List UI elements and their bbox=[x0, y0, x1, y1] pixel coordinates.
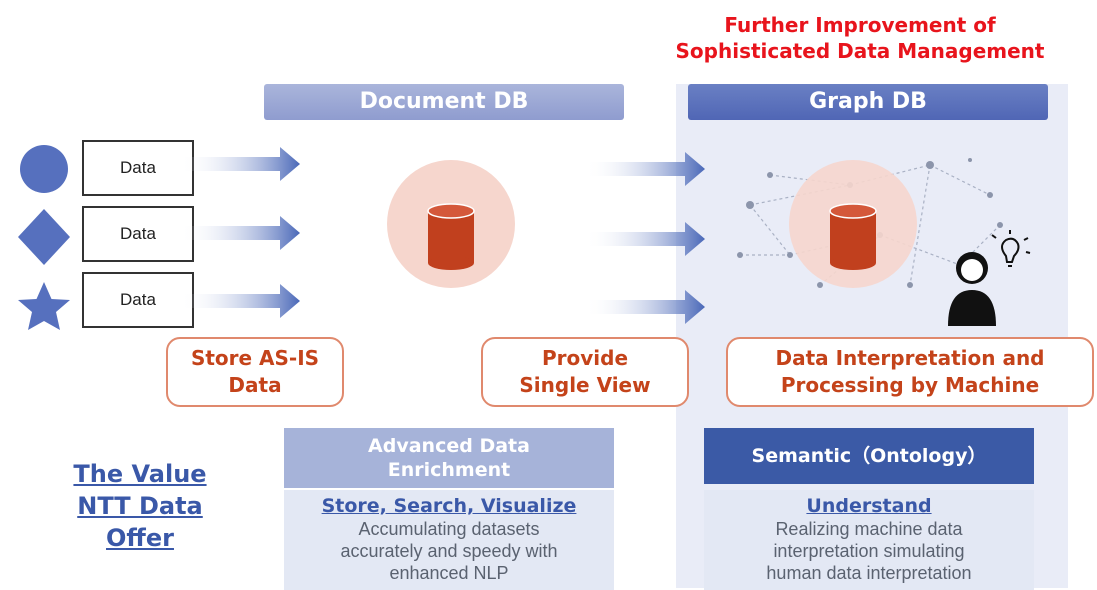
provide-label-line1: Provide bbox=[541, 346, 629, 370]
database-cylinder-icon bbox=[427, 203, 475, 270]
semantic-ontology-header: Semantic（Ontology） bbox=[704, 428, 1034, 484]
arrow-icon bbox=[180, 147, 300, 181]
enrichment-body-line3: enhanced NLP bbox=[389, 563, 509, 583]
star-icon bbox=[18, 282, 70, 330]
value-title-line1: The Value bbox=[73, 460, 207, 488]
circle-icon bbox=[20, 145, 68, 193]
value-title-line2: NTT Data bbox=[77, 492, 203, 520]
store-label-line1: Store AS-IS bbox=[190, 346, 320, 370]
data-box-3: Data bbox=[82, 272, 194, 328]
semantic-headline: Understand bbox=[806, 495, 932, 517]
semantic-body-line1: Realizing machine data bbox=[775, 519, 963, 539]
data-interpretation-label: Data Interpretation and Processing by Ma… bbox=[726, 337, 1094, 407]
data-box-1: Data bbox=[82, 140, 194, 196]
further-improvement-line2: Sophisticated Data Management bbox=[675, 39, 1045, 63]
enrichment-card: Store, Search, Visualize Accumulating da… bbox=[284, 490, 614, 590]
arrow-icon bbox=[585, 290, 705, 324]
value-title: The Value NTT Data Offer bbox=[50, 458, 230, 554]
interpret-label-line1: Data Interpretation and bbox=[775, 346, 1045, 370]
lightbulb-icon bbox=[991, 230, 1031, 267]
document-db-icon bbox=[387, 160, 515, 288]
semantic-body-line3: human data interpretation bbox=[766, 563, 972, 583]
arrow-icon bbox=[585, 152, 705, 186]
further-improvement-note: Further Improvement of Sophisticated Dat… bbox=[640, 12, 1080, 64]
enrichment-header-line2: Enrichment bbox=[387, 459, 511, 481]
enrichment-body-line1: Accumulating datasets bbox=[358, 519, 540, 539]
value-title-line3: Offer bbox=[106, 524, 174, 552]
diamond-icon bbox=[18, 209, 70, 265]
semantic-body-line2: interpretation simulating bbox=[773, 541, 965, 561]
semantic-card: Understand Realizing machine data interp… bbox=[704, 490, 1034, 590]
arrow-icon bbox=[180, 216, 300, 250]
provide-label-line2: Single View bbox=[519, 373, 651, 397]
further-improvement-line1: Further Improvement of bbox=[724, 13, 996, 37]
enrichment-headline: Store, Search, Visualize bbox=[321, 495, 577, 517]
shape-icons bbox=[18, 145, 70, 330]
person-with-lightbulb-icon bbox=[948, 230, 1031, 326]
data-box-2: Data bbox=[82, 206, 194, 262]
graph-db-icon bbox=[789, 160, 917, 288]
graph-db-header: Graph DB bbox=[688, 84, 1048, 120]
interpret-label-line2: Processing by Machine bbox=[780, 373, 1040, 397]
advanced-data-enrichment-header: Advanced Data Enrichment bbox=[284, 428, 614, 488]
enrichment-header-line1: Advanced Data bbox=[368, 435, 530, 457]
document-db-header: Document DB bbox=[264, 84, 624, 120]
arrow-icon bbox=[585, 222, 705, 256]
enrichment-body-line2: accurately and speedy with bbox=[340, 541, 558, 561]
provide-single-view-label: Provide Single View bbox=[481, 337, 689, 407]
database-cylinder-icon bbox=[829, 203, 877, 270]
arrow-icon bbox=[180, 284, 300, 318]
store-as-is-label: Store AS-IS Data bbox=[166, 337, 344, 407]
store-label-line2: Data bbox=[228, 373, 282, 397]
